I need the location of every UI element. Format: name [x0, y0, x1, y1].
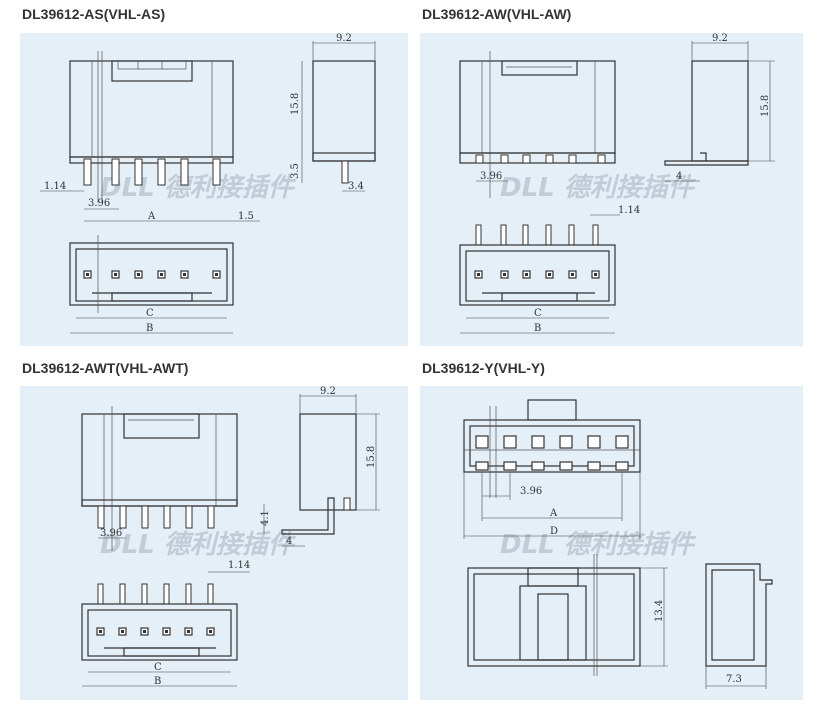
drawing-awt: DLL 德利接插件 9.2 15.8 4.1 4 3.96 1.14 [81, 386, 380, 687]
dim-label: 9.2 [336, 33, 352, 44]
dim-label: 13.4 [654, 600, 665, 622]
dim-label: C [534, 308, 542, 319]
dim-label: 9.2 [712, 33, 728, 44]
dim-label: 3.96 [520, 486, 542, 497]
dim-label: 1.5 [238, 211, 254, 222]
side-view: 9.2 15.8 3.5 3.4 [290, 33, 376, 192]
front-dims: 3.96 1.14 [476, 171, 640, 216]
dim-label: A [147, 211, 156, 222]
drawing-panel-awt: DLL 德利接插件 9.2 15.8 4.1 4 3.96 1.14 [20, 386, 408, 700]
watermark: DLL 德利接插件 [100, 530, 297, 560]
watermark: DLL 德利接插件 [500, 530, 697, 560]
panel-title-aw: DL39612-AW(VHL-AW) [422, 6, 572, 22]
bottom-view: C B [69, 235, 234, 334]
dim-label: 3.4 [348, 181, 364, 192]
drawing-as: DLL 德利接插件 9.2 15.8 3.5 3.4 1.14 [40, 33, 376, 334]
front-dims: 1.14 3.96 A 1.5 [40, 181, 260, 222]
front-view [459, 51, 616, 198]
dim-label: 3.96 [480, 171, 502, 182]
dim-label: 9.2 [320, 386, 336, 397]
drawing-panel-y: DLL 德利接插件 3.96 A D [420, 386, 803, 700]
dim-label: B [154, 676, 161, 687]
dim-label: B [534, 323, 541, 334]
dim-label: 15.8 [366, 446, 377, 468]
dim-label: A [549, 508, 558, 519]
dim-label: 1.14 [44, 181, 66, 192]
front-view: 13.4 [467, 554, 668, 676]
top-view [463, 399, 641, 498]
drawing-aw: DLL 德利接插件 9.2 15.8 4 3.96 1.14 [459, 33, 775, 334]
watermark: DLL 德利接插件 [500, 173, 697, 203]
dim-label: 3.96 [100, 528, 122, 539]
dim-label: 1.14 [228, 560, 250, 571]
drawing-panel-aw: DLL 德利接插件 9.2 15.8 4 3.96 1.14 [420, 33, 803, 346]
dim-label: D [550, 526, 558, 537]
dim-label: 1.14 [618, 205, 640, 216]
dim-label: B [146, 323, 153, 334]
dim-label: 4 [286, 536, 292, 547]
dim-label: 3.96 [88, 198, 110, 209]
front-view [69, 51, 234, 203]
top-dims: 3.96 A D [463, 472, 641, 539]
side-view: 9.2 15.8 4 [664, 33, 775, 182]
watermark: DLL 德利接插件 [100, 173, 297, 203]
dim-label: C [146, 308, 154, 319]
bottom-view: C B [459, 224, 616, 334]
dim-label: 4 [676, 171, 682, 182]
front-view [81, 406, 238, 551]
dim-label: 7.3 [726, 674, 742, 685]
dim-label: C [154, 662, 162, 673]
side-view: 9.2 15.8 4.1 4 [260, 386, 380, 547]
dim-label: 3.5 [290, 163, 301, 179]
dim-label: 15.8 [290, 93, 301, 115]
panel-title-awt: DL39612-AWT(VHL-AWT) [22, 360, 189, 376]
panel-title-y: DL39612-Y(VHL-Y) [422, 360, 545, 376]
side-view: 7.3 [705, 563, 773, 689]
panel-title-as: DL39612-AS(VHL-AS) [22, 6, 166, 22]
drawing-y: DLL 德利接插件 3.96 A D [463, 399, 773, 689]
dim-label: 4.1 [260, 510, 271, 526]
bottom-view: C B [81, 583, 238, 687]
dim-label: 15.8 [760, 95, 771, 117]
drawing-panel-as: DLL 德利接插件 9.2 15.8 3.5 3.4 1.14 [20, 33, 408, 346]
front-dims: 3.96 1.14 [98, 528, 250, 573]
